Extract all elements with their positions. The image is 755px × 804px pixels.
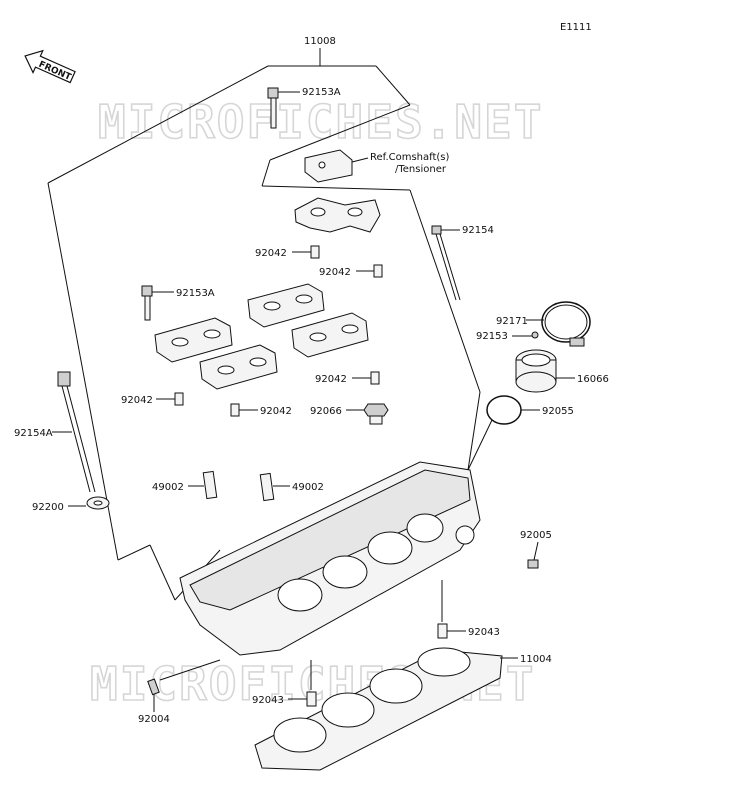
label-16066: 16066 bbox=[577, 374, 609, 385]
label-92066: 92066 bbox=[310, 406, 342, 417]
label-92171: 92171 bbox=[496, 316, 528, 327]
bolt-92153A-left bbox=[141, 285, 174, 321]
washer-92200 bbox=[68, 496, 110, 510]
dowel-92042-b bbox=[373, 264, 383, 278]
stud-92004 bbox=[147, 659, 221, 712]
plug-92005 bbox=[527, 541, 539, 569]
valve-guide-49002-b bbox=[259, 472, 290, 502]
label-49002-b: 49002 bbox=[292, 482, 324, 493]
cam-cap-3 bbox=[247, 283, 325, 328]
label-92043-a: 92043 bbox=[468, 627, 500, 638]
o-ring-92055 bbox=[486, 395, 522, 425]
dowel-92042-e bbox=[230, 403, 240, 417]
bolt-92153A-top bbox=[267, 87, 300, 129]
watermark-top: MICROFICHES.NET bbox=[98, 95, 543, 149]
assembly-bracket bbox=[47, 48, 481, 601]
label-92200: 92200 bbox=[32, 502, 64, 513]
gasket-11004 bbox=[254, 647, 518, 771]
dowel-92042-a bbox=[310, 245, 320, 259]
label-92042-e: 92042 bbox=[260, 406, 292, 417]
hose-band-92171 bbox=[526, 301, 591, 347]
cam-cap-1 bbox=[154, 317, 233, 363]
label-92043-b: 92043 bbox=[252, 695, 284, 706]
label-92055: 92055 bbox=[542, 406, 574, 417]
label-92153A-left: 92153A bbox=[176, 288, 215, 299]
label-92153: 92153 bbox=[476, 331, 508, 342]
screw-92153 bbox=[531, 331, 539, 339]
label-92154A: 92154A bbox=[14, 428, 53, 439]
dowel-92042-d bbox=[174, 392, 184, 406]
fitting-16066 bbox=[515, 349, 575, 393]
label-92004: 92004 bbox=[138, 714, 170, 725]
dowel-92042-c bbox=[370, 371, 380, 385]
label-92042-b: 92042 bbox=[319, 267, 351, 278]
ref-note-line1: Ref.Comshaft(s) bbox=[370, 152, 450, 163]
ref-note-line2: /Tensioner bbox=[395, 164, 447, 175]
label-49002-a: 49002 bbox=[152, 482, 184, 493]
label-92153A-top: 92153A bbox=[302, 87, 341, 98]
tensioner-bracket bbox=[304, 149, 369, 183]
label-92042-a: 92042 bbox=[255, 248, 287, 259]
label-11004: 11004 bbox=[520, 654, 552, 665]
cam-cap-4 bbox=[291, 312, 369, 358]
bolt-92154 bbox=[431, 225, 461, 301]
label-11008: 11008 bbox=[304, 36, 336, 47]
cam-cap-top bbox=[294, 197, 381, 233]
front-arrow-icon: FRONT bbox=[24, 49, 76, 84]
bolt-92154A bbox=[52, 371, 96, 493]
dowel-92043-a bbox=[437, 623, 448, 639]
cam-cap-2 bbox=[199, 344, 278, 390]
dowel-92043-b bbox=[306, 691, 317, 707]
cylinder-head bbox=[179, 461, 481, 656]
valve-guide-49002-a bbox=[188, 470, 218, 500]
plug-92066 bbox=[346, 403, 389, 425]
label-92042-d: 92042 bbox=[121, 395, 153, 406]
label-92042-c: 92042 bbox=[315, 374, 347, 385]
diagram-code: E1111 bbox=[560, 22, 592, 33]
label-92005: 92005 bbox=[520, 530, 552, 541]
label-92154: 92154 bbox=[462, 225, 494, 236]
